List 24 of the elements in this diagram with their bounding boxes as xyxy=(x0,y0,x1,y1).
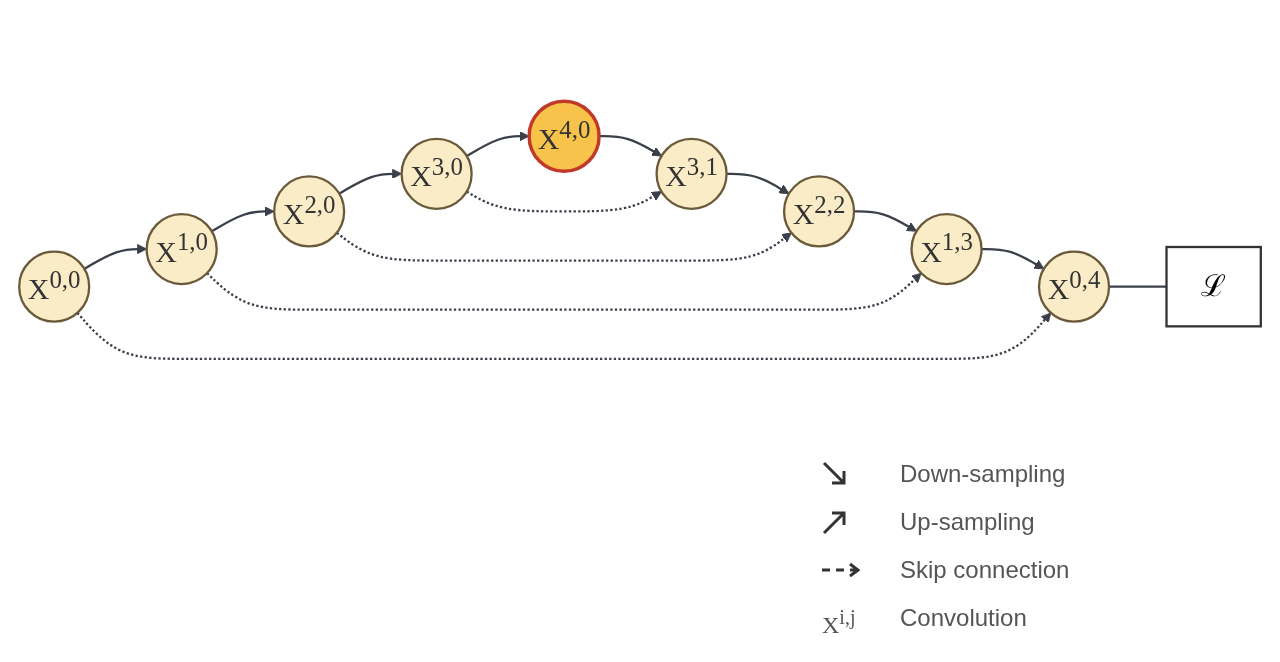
node-circle: X$^{3,1}$ xyxy=(655,137,728,210)
arrow xyxy=(854,210,917,232)
node-circle: X$^{0,4}$ xyxy=(1037,250,1111,323)
arrow xyxy=(981,247,1045,270)
arrow xyxy=(211,206,275,233)
node-circle: X$^{3,0}$ xyxy=(400,137,473,210)
node-circle: X$^{1,3}$ xyxy=(910,212,983,286)
arrow xyxy=(76,312,1052,360)
arrow xyxy=(336,231,792,262)
arrow xyxy=(206,272,922,311)
arrow xyxy=(726,172,790,195)
legend-text: Skip connection xyxy=(900,556,1070,584)
arrow xyxy=(599,135,662,157)
legend-text: Down-sampling xyxy=(900,460,1066,488)
node-circle: X$^{1,0}$ xyxy=(145,212,218,286)
legend-text: Up-sampling xyxy=(900,508,1035,536)
node-circle: X$^{4,0}$ xyxy=(527,99,601,173)
connector xyxy=(1109,285,1167,288)
node-circle: X$^{2,0}$ xyxy=(273,175,346,248)
node-circle: X$^{2,2}$ xyxy=(782,175,856,248)
notation-label: X$^{i,j}$ xyxy=(822,612,856,638)
node-box: ℒ xyxy=(1165,245,1262,328)
legend-text: Convolution xyxy=(900,604,1027,632)
node-circle: X$^{0,0}$ xyxy=(18,250,91,323)
